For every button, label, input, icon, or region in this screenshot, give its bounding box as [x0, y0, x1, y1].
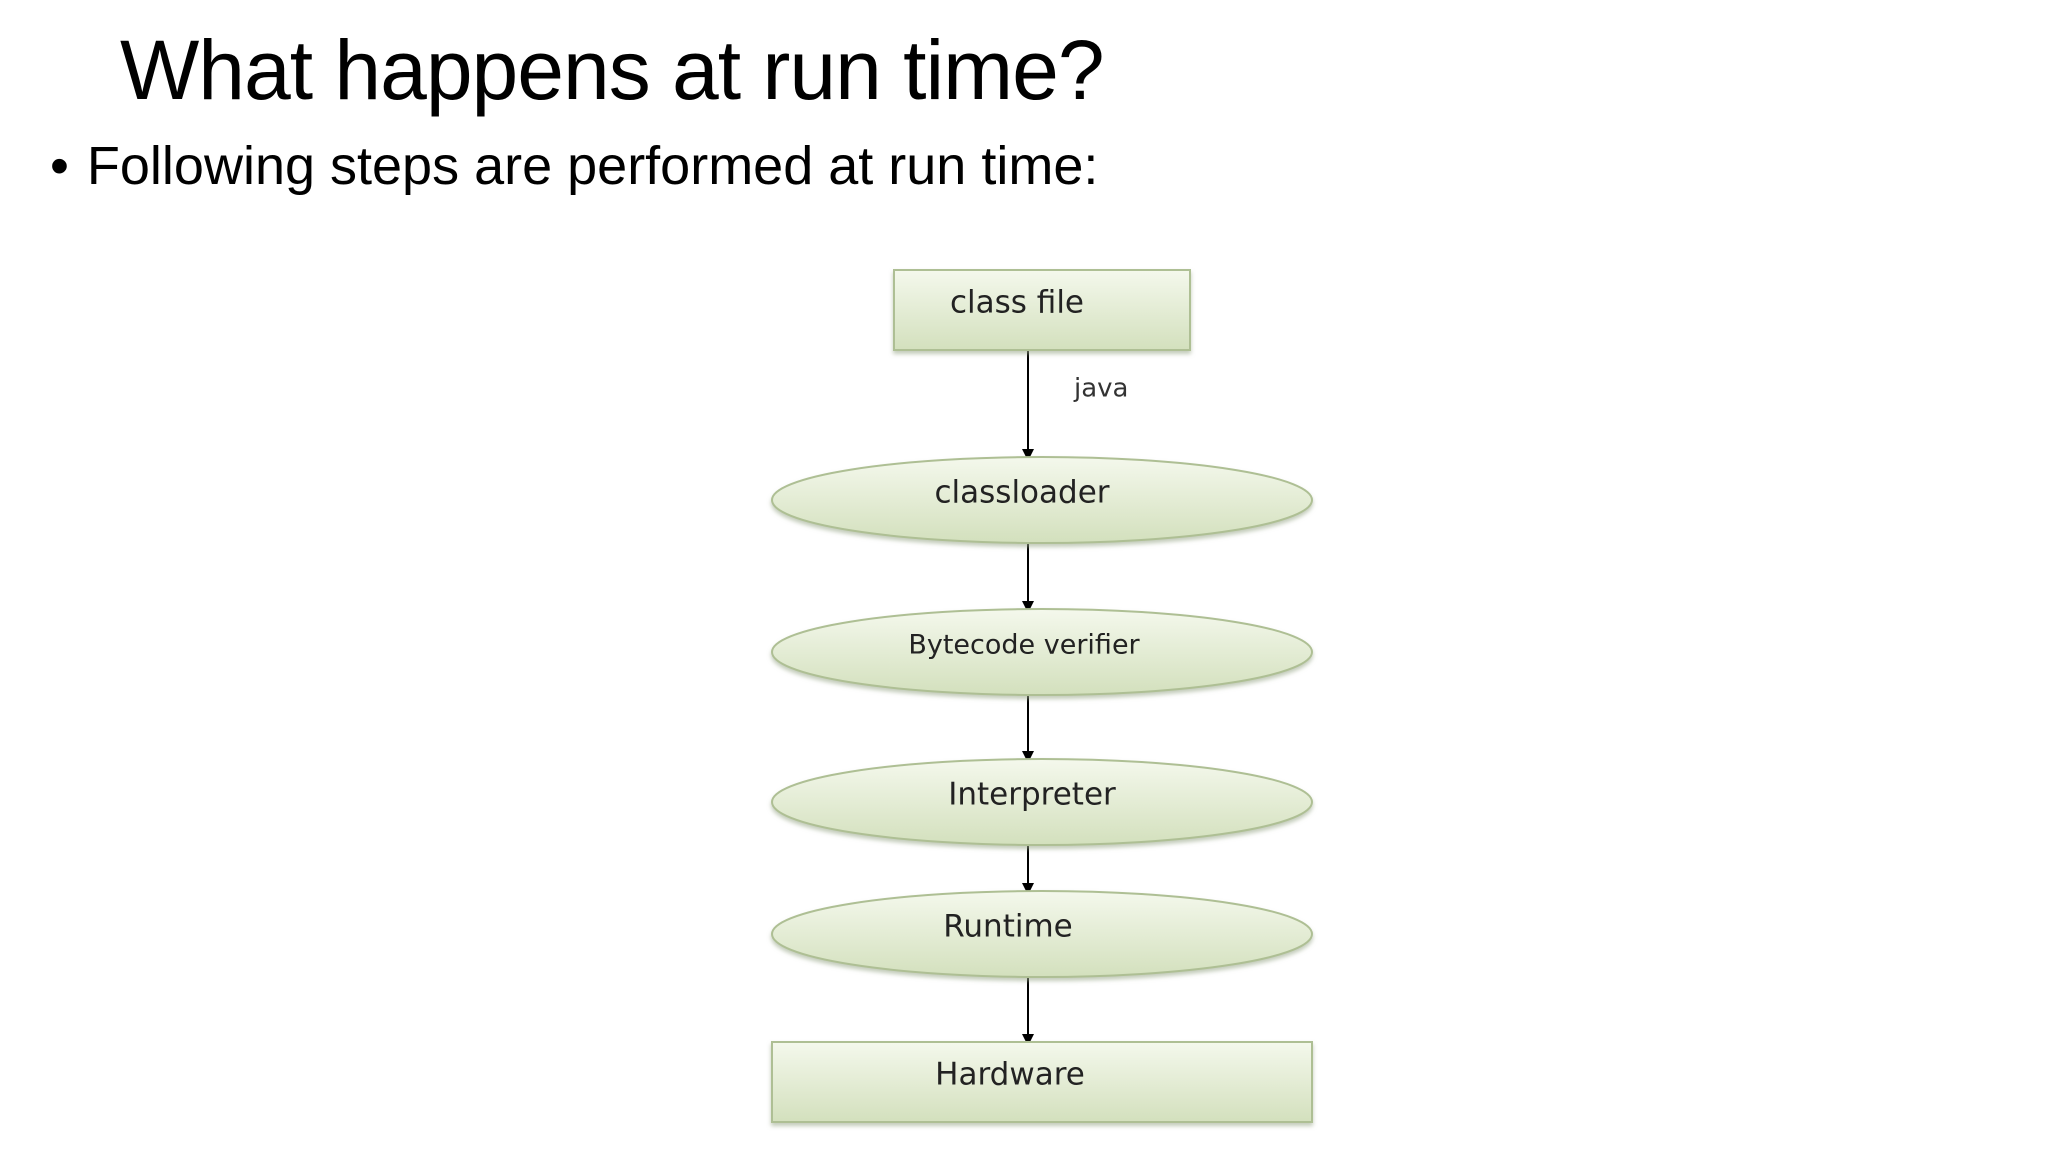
node-class-file-box [893, 269, 1191, 351]
node-interpreter-ellipse [771, 758, 1313, 846]
edge-label-class-file: java [1073, 374, 1128, 404]
node-hardware-label: Hardware [935, 1057, 1085, 1093]
node-classloader-label: classloader [934, 475, 1109, 511]
node-classloader-ellipse [771, 456, 1313, 544]
bullet-item: • Following steps are performed at run ti… [50, 132, 1098, 200]
bullet-marker: • [50, 136, 69, 196]
node-runtime: Runtime [771, 890, 1313, 978]
node-hardware-box [771, 1041, 1313, 1123]
bullet-text: Following steps are performed at run tim… [86, 136, 1099, 196]
node-class-file-label: class file [950, 285, 1084, 321]
node-classloader: classloader [771, 456, 1313, 544]
diagram-edges: java [1022, 350, 1128, 1046]
slide-title: What happens at run time? [120, 23, 1105, 117]
node-runtime-ellipse [771, 890, 1313, 978]
node-runtime-label: Runtime [943, 909, 1072, 945]
node-interpreter: Interpreter [771, 758, 1313, 846]
node-interpreter-label: Interpreter [948, 777, 1116, 813]
node-hardware: Hardware [771, 1041, 1313, 1123]
node-bytecode-verifier: Bytecode verifier [771, 608, 1313, 696]
node-class-file: class file [893, 269, 1191, 351]
node-bytecode-verifier-ellipse [771, 608, 1313, 696]
node-bytecode-verifier-label: Bytecode verifier [908, 630, 1140, 661]
